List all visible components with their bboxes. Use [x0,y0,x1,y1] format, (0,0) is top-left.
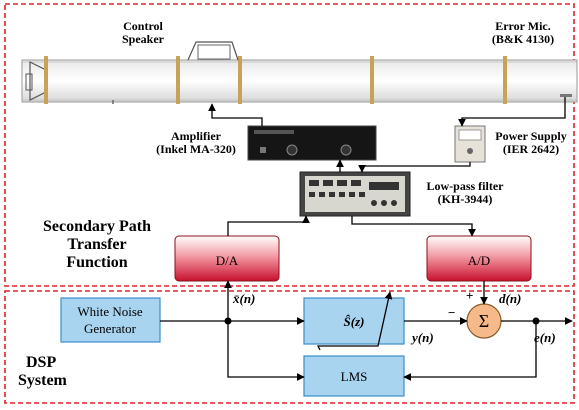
control-speaker-label: Control Speaker [108,20,178,46]
control-speaker-line2: Speaker [122,32,164,46]
e-node [532,317,540,325]
amplifier-label: Amplifier (Inkel MA-320) [146,130,246,156]
d-label: d(n) [499,291,521,306]
error-mic-line2: (B&K 4130) [491,32,555,46]
duct-photo [21,41,578,104]
plus-sign: + [466,288,473,303]
amplifier-line1: Amplifier [171,129,221,143]
x-node [224,317,232,325]
power-supply-label: Power Supply (IER 2642) [488,130,574,156]
control-speaker-line1: Control [123,19,163,33]
error-mic-label: Error Mic. (B&K 4130) [478,20,568,46]
power-supply-photo [454,125,486,163]
secondary-line2: Transfer [67,236,127,253]
secondary-line3: Function [66,254,128,271]
dsp-region [4,290,575,404]
secondary-path-label: Secondary Path Transfer Function [22,218,172,272]
dsp-connections [160,280,573,381]
dsp-line2: System [18,372,67,389]
sum-symbol: Σ [479,311,489,331]
white-noise-block [60,297,161,343]
lms-label: LMS [341,369,368,384]
s-hat-label: Ŝ(z) [344,314,365,329]
amplifier-photo [247,125,377,161]
lowpass-line1: Low-pass filter [426,179,504,193]
ad-block [426,235,532,282]
e-label: e(n) [534,330,556,345]
lowpass-filter-photo [299,171,411,217]
minus-sign: − [448,305,455,320]
power-supply-line1: Power Supply [495,129,567,143]
da-label: D/A [216,253,239,268]
lms-block [303,355,405,397]
power-supply-line2: (IER 2642) [502,142,560,156]
y-label: y(n) [410,330,434,345]
secondary-path-region [4,3,575,287]
hardware-connections [208,97,566,237]
dsp-system-label: DSP System [18,354,88,390]
white-noise-label-2: Generator [84,321,137,336]
error-mic-line1: Error Mic. [495,19,551,33]
ad-label: A/D [468,253,490,268]
lowpass-line2: (KH-3944) [437,192,493,206]
amplifier-line2: (Inkel MA-320) [156,142,236,156]
x-bar-label: x̄(n) [232,291,255,306]
white-noise-label-1: White Noise [77,304,143,319]
dsp-line1: DSP [26,354,57,371]
secondary-line1: Secondary Path [43,218,151,235]
lowpass-filter-label: Low-pass filter (KH-3944) [412,180,518,206]
